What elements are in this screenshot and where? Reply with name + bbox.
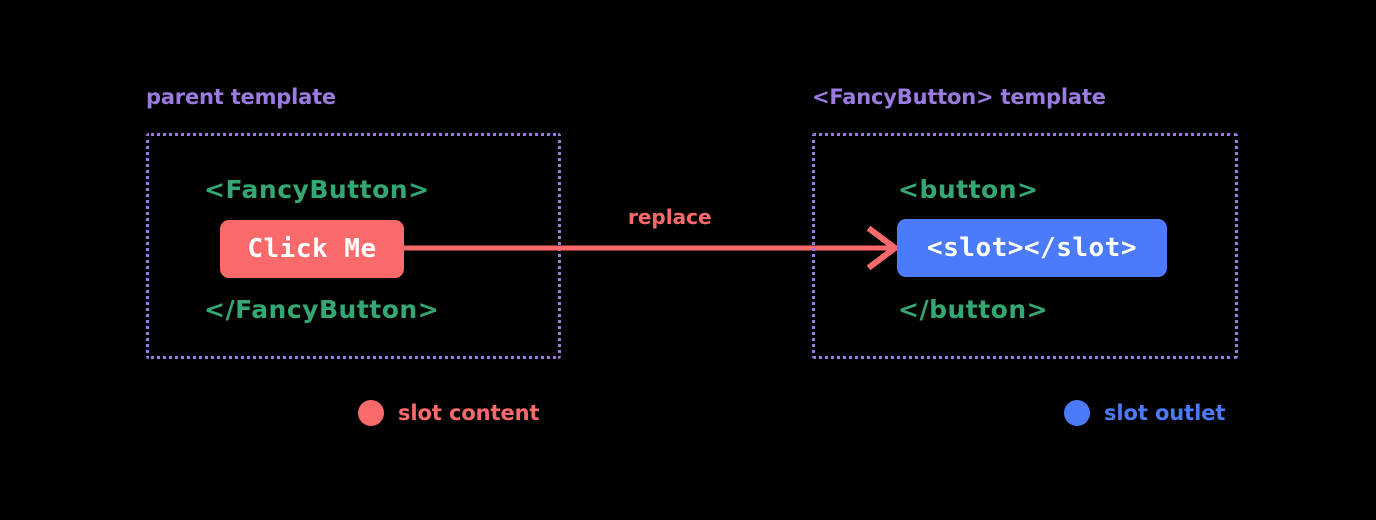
fancybutton-template-heading: <FancyButton> template [812,85,1106,109]
circle-icon [1064,400,1090,426]
circle-icon [358,400,384,426]
parent-open-tag: <FancyButton> [204,175,430,204]
parent-close-tag: </FancyButton> [204,295,440,324]
legend-label-slot-content: slot content [398,401,540,425]
button-open-tag: <button> [898,175,1039,204]
legend-label-slot-outlet: slot outlet [1104,401,1226,425]
slot-content-chip: Click Me [220,220,404,278]
button-close-tag: </button> [898,295,1049,324]
parent-template-heading: parent template [146,85,336,109]
fancybutton-template-panel [812,133,1238,359]
legend-item-slot-outlet: slot outlet [1064,400,1225,426]
slot-outlet-chip: <slot></slot> [897,219,1167,277]
arrow-right-icon [400,225,900,271]
replace-label: replace [628,205,712,229]
legend-item-slot-content: slot content [358,400,539,426]
